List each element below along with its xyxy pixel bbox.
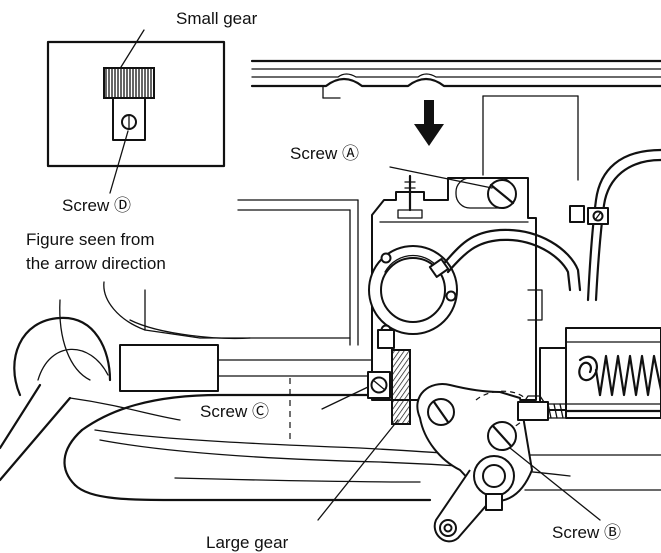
screw-c-label: Screw Ⓒ [200,402,269,421]
left-housing [59,199,359,381]
figure-note-line1: Figure seen from [26,230,155,249]
linkage-screw-icon [427,398,455,426]
base-lines [63,393,661,502]
screw-d-label: Screw Ⓓ [62,196,131,215]
large-gear-label: Large gear [206,533,289,552]
casting-arm [0,316,181,482]
large-gear-shape [391,349,411,425]
spring-housing [539,327,661,419]
screw-a-leader [389,166,493,189]
screw-c-leader [321,386,369,410]
figure-note-line2: the arrow direction [26,254,166,273]
screw-c-icon [367,371,391,399]
inset-view [46,29,226,194]
screw-a-icon [487,179,517,209]
small-gear-label: Small gear [176,9,258,28]
small-gear-bracket [112,97,146,141]
down-arrow-icon [414,100,444,146]
screw-d-icon [121,114,137,130]
top-rail [250,59,661,181]
horizontal-shaft [119,344,373,440]
screw-b-label: Screw Ⓑ [552,523,621,542]
screw-d-leader [109,130,129,194]
large-gear-leader [317,419,399,521]
screw-b-leader [509,447,601,521]
small-gear-leader [120,29,145,68]
screw-a-label: Screw Ⓐ [290,144,359,163]
screw-b-icon [487,421,517,451]
small-gear-shape [103,67,155,99]
cable [428,148,661,302]
